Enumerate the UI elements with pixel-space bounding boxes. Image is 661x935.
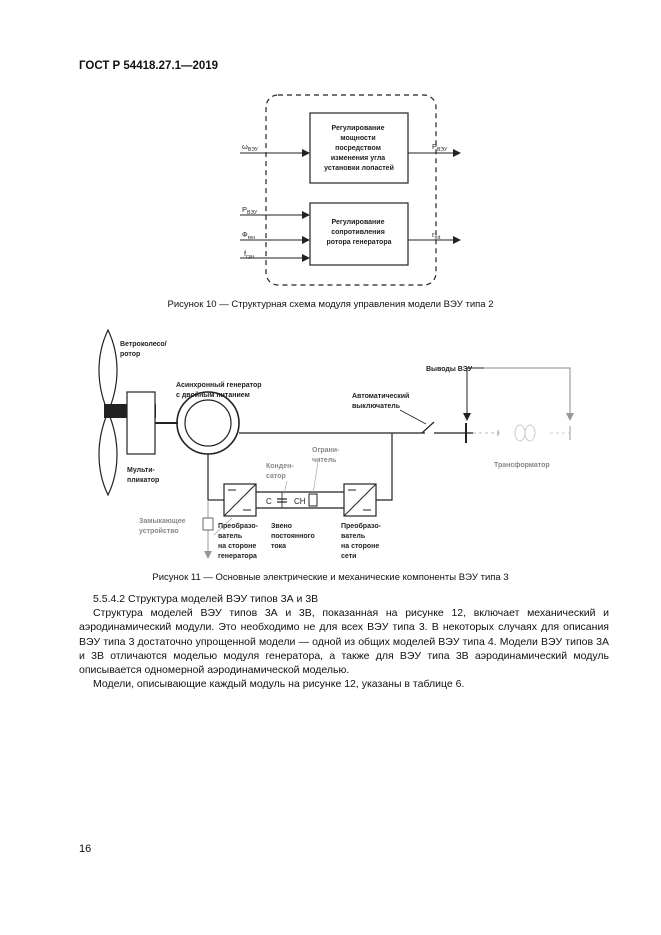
in1-sub: ВЭУ xyxy=(248,147,259,153)
limiter-label: Ограни- xyxy=(312,447,340,454)
page-number: 16 xyxy=(79,843,92,855)
generator-outer xyxy=(176,391,240,455)
document-header: ГОСТ Р 54418.27.1—2019 xyxy=(79,60,219,72)
figures-canvas: Регулирование мощности посредством измен… xyxy=(98,94,574,560)
figure11-diagram: Ветроколесо/ ротор Мульти- пликатор Асин… xyxy=(98,328,574,560)
svg-text:Конден- сатор: Конден- сатор xyxy=(266,463,296,480)
svg-text:Ограни- читель: Ограни- читель xyxy=(312,447,341,464)
dc-link-label: тока xyxy=(271,543,286,550)
conv-grid-label: ватель xyxy=(341,533,366,540)
block1-line: Регулирование xyxy=(332,125,385,132)
conv-gen-label: ватель xyxy=(218,533,243,540)
in3-label: Ф xyxy=(242,230,248,239)
in2-label: P xyxy=(242,205,247,214)
terminals-label: Выводы ВЭУ xyxy=(426,366,473,373)
out1-sub: ВЭУ xyxy=(437,147,448,153)
conv-grid-label: Преобразо- xyxy=(341,522,382,530)
block2-line: ротора генератора xyxy=(327,239,392,246)
block2-line: Регулирование xyxy=(332,219,385,226)
svg-text:ωВЭУ: ωВЭУ xyxy=(242,142,259,153)
figure10-caption: Рисунок 10 — Структурная схема модуля уп… xyxy=(167,299,494,310)
out1-label: P xyxy=(432,142,437,151)
rotor-blade-upper xyxy=(98,328,118,414)
limiter-label: читель xyxy=(312,457,337,464)
in2-sub: ВЭУ xyxy=(247,210,258,216)
rotor-label: ротор xyxy=(120,351,140,358)
in4-label: f xyxy=(244,249,247,258)
conv-grid-label: сети xyxy=(341,553,356,560)
figure10-diagram: Регулирование мощности посредством измен… xyxy=(240,94,461,286)
gearbox-label: пликатор xyxy=(127,477,159,484)
dc-link-label: постоянного xyxy=(271,533,315,540)
block1-line: мощности xyxy=(340,135,375,142)
rotor-blade-lower xyxy=(98,410,118,497)
breaker-contact xyxy=(421,421,435,434)
rotor-resistance-block xyxy=(309,202,409,266)
svg-text:Преобразо- ватель: Преобразо- ватель на стороне сети xyxy=(341,522,383,560)
in4-sub: сун xyxy=(246,254,254,260)
svg-text:Ветроколесо/ ротор: Ветроколесо/ ротор xyxy=(120,341,169,358)
shorting-label: Замыкающее xyxy=(139,518,186,525)
transformer-coil-2 xyxy=(524,424,536,442)
svg-text:rrot: rrot xyxy=(432,230,441,241)
svg-text:Асинхронный генератор с: Асинхронный генератор с двойным питанием xyxy=(176,381,263,399)
transformer-coil-1 xyxy=(514,424,526,442)
svg-text:Замыкающее устройство: Замыкающее устройство xyxy=(139,518,187,535)
svg-text:Регулирование сопротивле: Регулирование сопротивления ротора генер… xyxy=(327,219,392,246)
transformer-label: Трансформатор xyxy=(494,462,550,469)
conv-gen-label: на стороне xyxy=(218,543,256,550)
svg-text:fсун: fсун xyxy=(244,249,254,260)
figure11-caption: Рисунок 11 — Основные электрические и ме… xyxy=(152,572,509,583)
section-body: 5.5.4.2 Структура моделей ВЭУ типов 3А и… xyxy=(79,592,609,691)
paragraph: Структура моделей ВЭУ типов 3А и 3В, пок… xyxy=(79,607,609,677)
in1-label: ω xyxy=(242,142,248,151)
svg-text:Фген: Фген xyxy=(242,230,255,241)
rotor-label: Ветроколесо/ xyxy=(120,341,167,348)
shorting-label: устройство xyxy=(139,527,179,535)
generator-label: Асинхронный генератор xyxy=(176,381,262,389)
conv-gen-label: генератора xyxy=(218,553,257,560)
c-symbol: C xyxy=(266,497,272,506)
gearbox-label: Мульти- xyxy=(127,467,155,474)
svg-text:Мульти- пликатор: Мульти- пликатор xyxy=(127,467,159,484)
capacitor-label: сатор xyxy=(266,473,286,480)
svg-text:Преобразо- ватель: Преобразо- ватель на стороне генератора xyxy=(218,522,260,560)
generator-label: с двойным питанием xyxy=(176,391,250,399)
dc-link-label: Звено xyxy=(271,523,292,530)
section-heading: 5.5.4.2 Структура моделей ВЭУ типов 3А и… xyxy=(93,593,319,605)
chopper-box xyxy=(308,493,318,507)
svg-text:Автоматический выключате: Автоматический выключатель xyxy=(352,392,411,410)
in3-sub: ген xyxy=(248,235,255,241)
paragraph: Модели, описывающие каждый модуль на рис… xyxy=(93,678,465,691)
out2-label: r xyxy=(432,230,435,239)
block2-line: сопротивления xyxy=(331,229,385,236)
svg-text:Регулирование мощности: Регулирование мощности посредством измен… xyxy=(324,125,394,172)
svg-text:PВЭУ: PВЭУ xyxy=(242,205,258,216)
controller-boundary xyxy=(265,94,437,286)
generator-inner xyxy=(184,399,232,447)
block1-line: посредством xyxy=(335,145,381,152)
pitch-control-block xyxy=(309,112,409,184)
conv-gen-label: Преобразо- xyxy=(218,522,259,530)
block1-line: изменения угла xyxy=(331,155,385,162)
ch-symbol: CH xyxy=(294,497,306,506)
out2-sub: rot xyxy=(435,235,441,241)
crowbar-resistor xyxy=(202,517,214,531)
conv-grid-label: на стороне xyxy=(341,543,379,550)
gearbox xyxy=(126,391,156,455)
svg-text:PВЭУ: PВЭУ xyxy=(432,142,448,153)
breaker-label: Автоматический xyxy=(352,392,409,400)
block1-line: установки лопастей xyxy=(324,164,394,172)
breaker-label: выключатель xyxy=(352,403,401,410)
svg-text:Звено постоянного: Звено постоянного тока xyxy=(271,523,317,550)
capacitor-label: Конден- xyxy=(266,463,294,470)
